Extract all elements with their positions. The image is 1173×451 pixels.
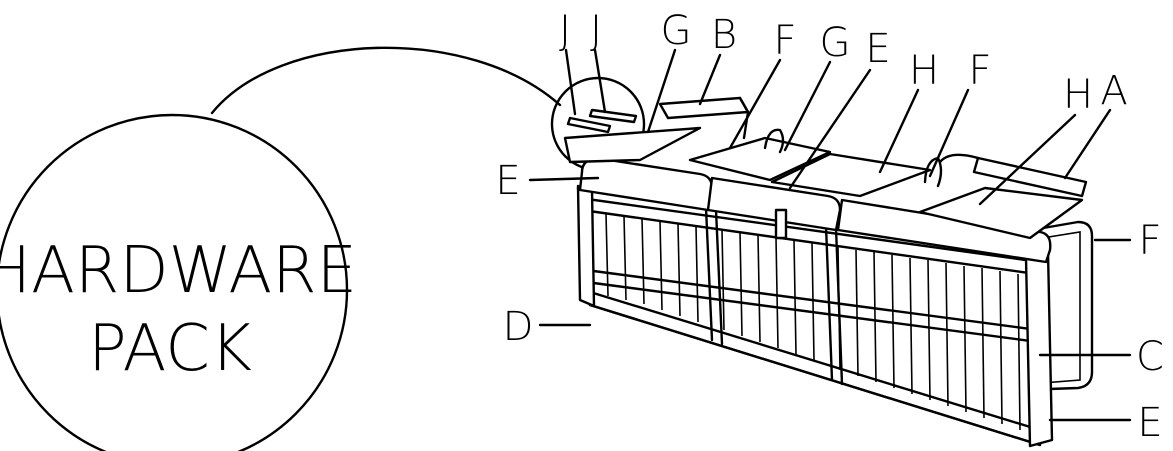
callout-e-top: E xyxy=(865,26,890,72)
sheet-g-right xyxy=(688,136,832,182)
hardware-j-right xyxy=(588,108,638,124)
callout-g-left: G xyxy=(661,8,692,54)
end-post-e xyxy=(1024,250,1054,448)
callout-g-right: G xyxy=(820,20,851,66)
sheet-h-left xyxy=(770,152,932,198)
hardware-j-left xyxy=(566,116,612,134)
callout-f-top-left: F xyxy=(773,18,796,64)
slats xyxy=(605,213,1021,431)
callout-f-right: F xyxy=(1138,218,1161,264)
hardware-pack-circle xyxy=(0,113,349,451)
sheet-h-right xyxy=(918,186,1084,240)
callout-b: B xyxy=(711,12,737,58)
hook-left xyxy=(763,128,785,154)
callout-j-right: J xyxy=(590,8,602,54)
callout-f-top-right: F xyxy=(968,48,991,94)
callout-a: A xyxy=(1100,68,1127,114)
hardware-connector-arc xyxy=(210,46,562,115)
callout-j-left: J xyxy=(559,8,571,54)
top-box-middle xyxy=(706,176,842,232)
latch xyxy=(774,208,788,240)
hardware-pack-line2: PACK xyxy=(88,312,252,386)
arm-b xyxy=(658,96,750,120)
hardware-pack-line1: HARDWARE xyxy=(0,234,357,308)
callout-d: D xyxy=(503,304,534,350)
hardware-pack-callout: HARDWARE PACK xyxy=(0,46,646,451)
crate xyxy=(563,96,1094,448)
arm-a xyxy=(972,156,1088,198)
callout-c: C xyxy=(1136,334,1164,380)
callout-e-bottom: E xyxy=(1137,400,1162,446)
callout-e-left: E xyxy=(495,158,520,204)
callout-h-left: H xyxy=(909,48,939,94)
leader-lines xyxy=(528,48,1132,422)
top-box-right xyxy=(836,198,1052,264)
end-post-d xyxy=(576,184,596,308)
callout-labels: J J G B F G E H F H A E F D C E xyxy=(495,8,1164,446)
sheet-g-left xyxy=(563,126,702,164)
callout-h-right: H xyxy=(1063,72,1093,118)
